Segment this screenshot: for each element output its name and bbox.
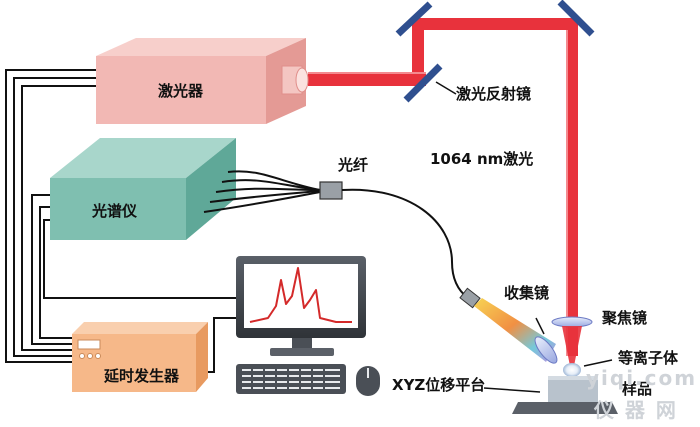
cable-laser-1 [5, 69, 96, 363]
laser-device [96, 38, 309, 124]
mirror-3 [557, 0, 595, 37]
label-spectrometer: 光谱仪 [92, 202, 138, 220]
sample [548, 376, 598, 402]
cable-spec-1 [31, 194, 78, 345]
label-focus-lens: 聚焦镜 [602, 309, 648, 327]
delay-generator [72, 322, 208, 392]
laser-beam [308, 18, 578, 356]
xyz-stage [512, 402, 618, 414]
cable-laser-3 [21, 85, 96, 351]
label-laser: 激光器 [158, 82, 204, 100]
mirror-1 [395, 1, 433, 37]
label-laser-wavelength: 1064 nm激光 [430, 150, 534, 168]
focused-beam [562, 326, 582, 366]
focus-lens [551, 316, 593, 328]
label-mirror: 激光反射镜 [456, 85, 532, 103]
spectrum-line [249, 267, 352, 323]
label-fiber: 光纤 [338, 156, 369, 174]
cable-spec-computer [43, 219, 236, 299]
fiber-cable [341, 188, 469, 299]
mouse [356, 366, 380, 396]
monitor-screen [244, 264, 358, 328]
collector-lens [534, 336, 558, 364]
light-collection-cone [474, 298, 556, 362]
cable-spec-2 [39, 206, 78, 339]
mirrors [395, 0, 595, 103]
label-plasma: 等离子体 [618, 349, 679, 367]
spectrometer-device [50, 138, 236, 240]
label-collector: 收集镜 [504, 284, 550, 302]
keyboard-keys [242, 369, 340, 389]
fiber-connector [319, 181, 343, 200]
fiber-bundle [203, 170, 321, 213]
watermark-latin: yiqi.com [586, 366, 698, 390]
label-sample: 样品 [622, 380, 653, 398]
cable-laser-2 [13, 77, 96, 357]
watermark-cjk: 仪 器 网 [594, 398, 678, 422]
plasma [563, 363, 581, 377]
control-cables [5, 69, 236, 373]
mirror-2 [403, 63, 443, 103]
label-delay: 延时发生器 [104, 367, 180, 385]
label-stage: XYZ位移平台 [392, 376, 486, 394]
computer [236, 256, 380, 396]
